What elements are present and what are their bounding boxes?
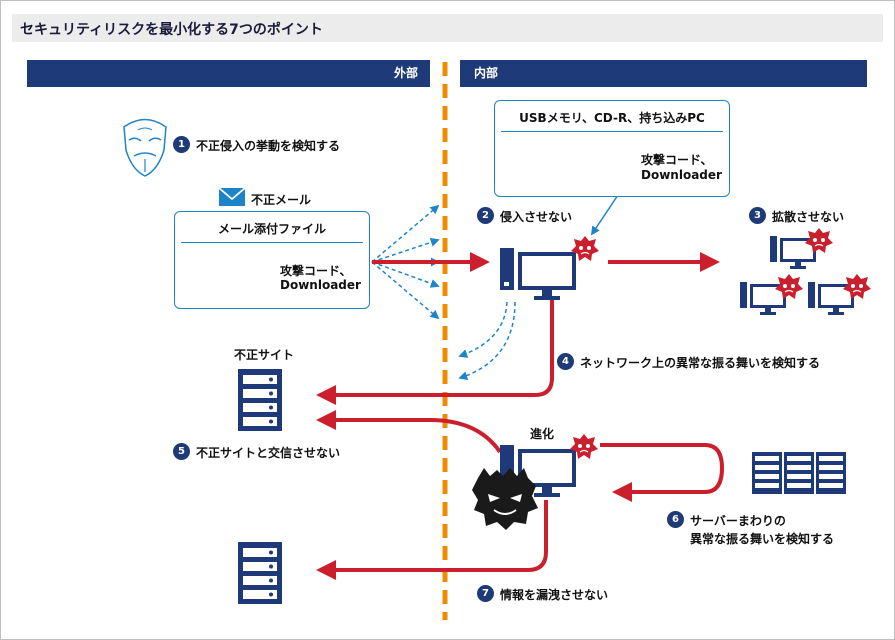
media-to-pc-arrow [591, 194, 619, 236]
internal-pc-icon [500, 248, 576, 300]
media-payload-line1: 攻撃コード、 [641, 153, 713, 167]
email-attachment-box: メール添付ファイル [174, 211, 370, 309]
rogue-email-label: 不正メール [251, 193, 312, 207]
point-badge-4: 4 [557, 353, 574, 370]
point-text-2: 侵入させない [500, 210, 573, 224]
anonymous-mask-icon [123, 118, 167, 177]
exfiltration-server-icon [238, 542, 282, 604]
email-payload-line1: 攻撃コード、 [280, 264, 352, 278]
attachment-title: メール添付ファイル [217, 222, 326, 236]
point-badge-2: 2 [477, 207, 494, 224]
point-text-5: 不正サイトと交信させない [196, 446, 341, 460]
server-rack-icon [752, 452, 846, 494]
point-badge-3: 3 [749, 207, 766, 224]
page-title: セキュリティリスクを最小化する7つのポイント [20, 22, 323, 38]
media-payload-line2: Downloader [641, 168, 722, 182]
point-text-6: サーバーまわりの [690, 514, 786, 528]
media-box-title: USBメモリ、CD-R、持ち込みPC [519, 111, 705, 125]
evolution-label: 進化 [530, 427, 555, 441]
point-text-6-line2: 異常な振る舞いを検知する [690, 532, 835, 546]
internal-zone-header: 内部 [460, 60, 867, 87]
point-text-7: 情報を漏洩させない [500, 588, 609, 602]
media-box: USBメモリ、CD-R、持ち込みPC [494, 100, 730, 197]
rogue-site-server-icon [238, 369, 282, 431]
point-badge-5: 5 [173, 443, 190, 460]
red-flow-arrows [316, 252, 725, 580]
point-badge-1: 1 [173, 136, 190, 153]
title-bar [12, 14, 883, 42]
point-text-3: 拡散させない [772, 210, 845, 224]
rogue-site-label: 不正サイト [234, 348, 295, 362]
email-payload-line2: Downloader [280, 278, 361, 292]
external-zone-header: 外部 [27, 60, 430, 87]
black-malware-icon [472, 468, 538, 530]
point-text-1: 不正侵入の挙動を検知する [196, 139, 341, 153]
pc-outbound-dashed-arrows [458, 301, 516, 381]
point-text-4: ネットワーク上の異常な振る舞いを検知する [580, 356, 821, 370]
envelope-icon [218, 187, 246, 206]
point-badge-6: 6 [667, 511, 684, 528]
point-badge-7: 7 [477, 585, 494, 602]
